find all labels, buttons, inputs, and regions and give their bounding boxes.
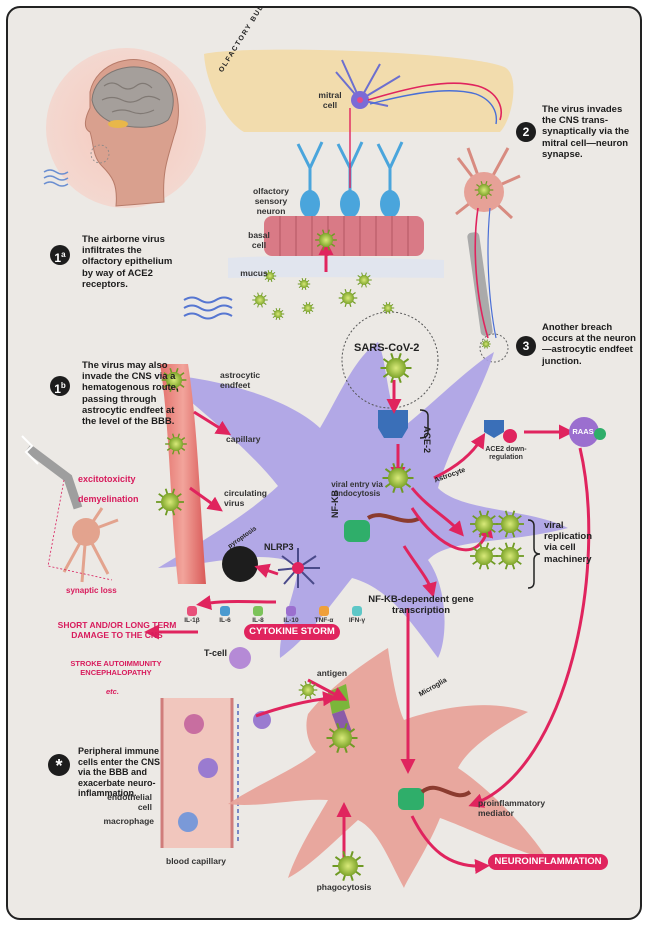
- astrocytic-endfeet-label: astrocytic endfeet: [220, 370, 266, 390]
- cytokine-icon: [286, 606, 296, 616]
- ace2-label: ACE-2: [421, 426, 432, 453]
- viral-replication-label: viral replication via cell machinery: [544, 520, 604, 565]
- t-cell-icon: [229, 647, 251, 669]
- cns-damage-label: SHORT AND/OR LONG TERM DAMAGE TO THE CNS: [52, 620, 182, 640]
- airflow-waves-lower-icon: [184, 298, 232, 319]
- cytokine-item: IFN-γ: [341, 606, 373, 624]
- endothelial-cell-label: endothelial cell: [106, 792, 152, 812]
- cytokine-item: IL-8: [242, 606, 274, 624]
- cytokine-item: IL-10: [275, 606, 307, 624]
- virus-icon: [252, 293, 268, 308]
- synaptic-loss-label: synaptic loss: [66, 586, 117, 595]
- olfactory-bulb-highlight-icon: [108, 120, 128, 128]
- antigen-label: antigen: [314, 668, 350, 678]
- step-2-badge: 2: [516, 122, 536, 142]
- nfkb-label: NF-KB: [330, 490, 341, 518]
- cytokine-icon: [352, 606, 362, 616]
- figure-frame: 1a The airborne virus infiltrates the ol…: [6, 6, 642, 920]
- proinflammatory-mediator-label: proinflammatory mediator: [478, 798, 548, 818]
- cytokine-label: IL-6: [209, 617, 241, 624]
- cytokine-item: TNF-α: [308, 606, 340, 624]
- olfactory-sensory-neuron-label: olfactory sensory neuron: [246, 186, 296, 216]
- cytokine-icon: [319, 606, 329, 616]
- step-1b-badge: 1b: [50, 376, 70, 396]
- cytokine-label: IL-10: [275, 617, 307, 624]
- virus-icon: [302, 302, 314, 314]
- olfactory-epithelium: [264, 216, 424, 256]
- capillary-label: capillary: [226, 434, 272, 444]
- pyroptosis-icon: [222, 546, 258, 582]
- basal-cell-label: basal cell: [244, 230, 274, 250]
- nlrp3-label: NLRP3: [264, 542, 294, 553]
- virus-icon: [298, 278, 310, 290]
- raas-label: RAAS: [568, 425, 598, 439]
- ace2-downregulation-icon: [484, 420, 504, 438]
- mucus-label: mucus: [234, 268, 274, 278]
- circulating-virus-label: circulating virus: [224, 488, 270, 508]
- demyelination-label: demyelination: [78, 494, 139, 505]
- ace2-downregulation-label: ACE2 down-regulation: [478, 446, 534, 463]
- cytokine-icon: [220, 606, 230, 616]
- phagocytosis-label: phagocytosis: [304, 882, 384, 892]
- sars-cov-2-label: SARS-CoV-2: [354, 342, 419, 355]
- damaged-neuron-icon: [22, 436, 118, 582]
- step-3-badge: 3: [516, 336, 536, 356]
- cytokine-icon: [253, 606, 263, 616]
- virus-icon: [333, 851, 364, 880]
- cytokine-storm-label: CYTOKINE STORM: [244, 624, 340, 640]
- disorders-label: STROKE AUTOIMMUNITY ENCEPHALOPATHY: [70, 660, 162, 678]
- macrophage-label: macrophage: [94, 816, 154, 826]
- step-2-text: The virus invades the CNS trans-synaptic…: [542, 104, 638, 160]
- microglia-cell: [228, 648, 548, 888]
- t-cell-label: T-cell: [204, 648, 227, 659]
- step-1a-text: The airborne virus infiltrates the olfac…: [82, 234, 180, 290]
- virus-icon: [339, 289, 358, 307]
- ace2-receptor-icon: [378, 410, 408, 438]
- etc-label: etc.: [106, 688, 119, 697]
- step-star-badge: *: [48, 754, 70, 776]
- cytokine-icon: [187, 606, 197, 616]
- excitotoxicity-label: excitotoxicity: [78, 474, 136, 485]
- step-3-text: Another breach occurs at the neuron—astr…: [542, 322, 638, 367]
- cytokine-label: IL-8: [242, 617, 274, 624]
- neuroinflammation-label: NEUROINFLAMMATION: [488, 854, 608, 870]
- virus-icon: [496, 543, 524, 570]
- virus-icon: [481, 340, 490, 349]
- nfkb-transcription-label: NF-KB-dependent gene transcription: [366, 594, 476, 616]
- nfkb-nucleus-icon: [344, 520, 370, 542]
- mitral-cell-label: mitral cell: [312, 90, 348, 110]
- step-1a-badge: 1a: [50, 245, 70, 265]
- virus-icon: [272, 308, 284, 320]
- cytokine-item: IL-6: [209, 606, 241, 624]
- cytokine-label: TNF-α: [308, 617, 340, 624]
- step-1b-text: The virus may also invade the CNS via a …: [82, 360, 180, 427]
- blood-capillary-vessel: [162, 698, 238, 848]
- cytokine-label: IFN-γ: [341, 617, 373, 624]
- downregulation-arrow-icon: [503, 429, 517, 443]
- microglia-nucleus-icon: [398, 788, 424, 810]
- blood-capillary-label: blood capillary: [158, 856, 234, 866]
- olfactory-bulb-region: [204, 50, 513, 132]
